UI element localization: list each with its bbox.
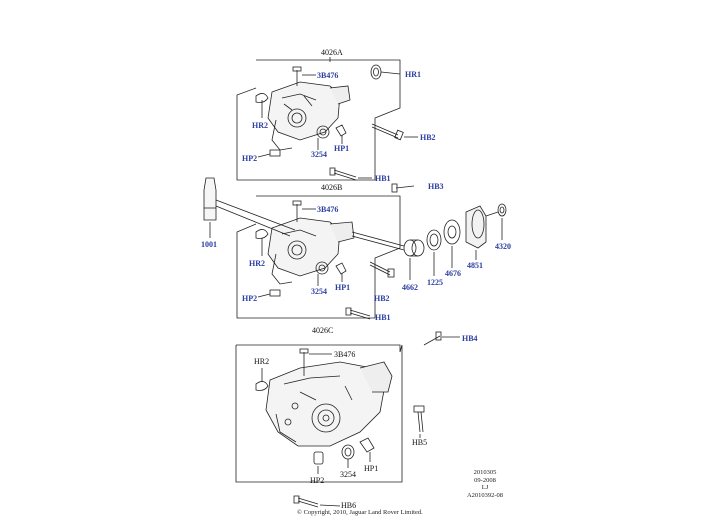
label-hr2-a: HR2 [252,121,268,130]
label-hb4: HB4 [462,334,478,343]
label-3b476-b: 3B476 [317,205,339,214]
info-line-1: 2010305 [473,469,497,476]
label-hr2-b: HR2 [249,259,265,268]
label-3254-a: 3254 [311,150,327,159]
label-4320: 4320 [495,242,511,251]
label-3254-b: 3254 [311,287,327,296]
label-hp1-c: HP1 [364,464,379,473]
diagram-info-block: 2010305 09-2008 LJ A2010392-08 [455,469,515,499]
label-4676: 4676 [445,269,461,278]
copyright-text: © Copyright, 2010, Jaguar Land Rover Lim… [297,509,423,516]
label-hr1: HR1 [405,70,421,79]
frame-4026c [235,344,403,483]
label-4026c: 4026C [312,326,334,335]
label-4662: 4662 [402,283,418,292]
label-hp1-b: HP1 [335,283,351,292]
label-4851: 4851 [467,261,483,270]
diff-housing-c [265,361,393,447]
info-line-2: 09-2008 [474,476,496,484]
frame-4026b [236,195,401,319]
label-hb1-bottom: HB1 [375,313,391,322]
label-4026a: 4026A [321,48,343,57]
label-hp2-b: HP2 [242,294,258,303]
diff-housing-a [267,81,351,151]
info-line-3: LJ [481,484,489,491]
label-hp2-c: HP2 [310,476,325,485]
label-4026b: 4026B [321,183,343,192]
label-hr2-c: HR2 [254,357,270,366]
label-hp1-a: HP1 [334,144,350,153]
info-line-4: A2010392-08 [466,491,504,499]
label-hb2-a: HB2 [420,133,436,142]
label-hp2-a: HP2 [242,154,258,163]
label-3254-c: 3254 [340,470,356,479]
label-1001: 1001 [201,240,217,249]
label-3b476-c: 3B476 [334,350,356,359]
label-3b476-a: 3B476 [317,71,339,80]
label-hb3: HB3 [428,182,444,191]
label-hb6: HB6 [341,501,357,510]
frame-4026a [236,59,401,181]
label-hb1-top: HB1 [375,174,391,183]
label-hb2-b: HB2 [374,294,390,303]
label-hb5: HB5 [412,438,428,447]
diff-housing-b [267,217,355,285]
part-1001-shape [203,177,217,221]
label-1225: 1225 [427,278,443,287]
